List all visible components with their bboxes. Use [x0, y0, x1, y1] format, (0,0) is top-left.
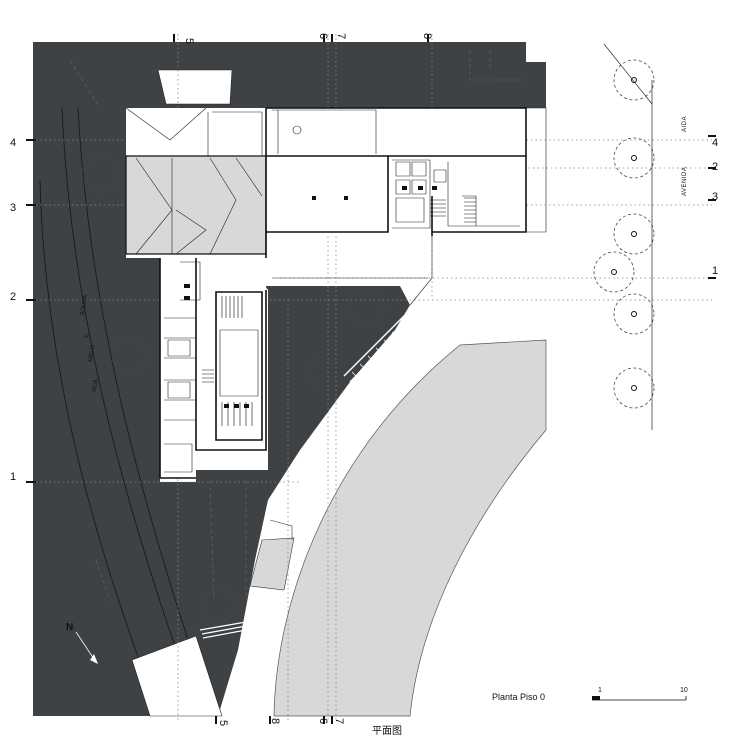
plaza	[273, 339, 547, 717]
scale-bar: 1 10	[592, 687, 688, 701]
road-segment	[131, 635, 223, 717]
top-notch	[157, 69, 233, 105]
drawing-title: Planta Piso 0	[492, 692, 545, 702]
figure-caption: 平面图	[372, 725, 402, 737]
grid-label-top-8: 8	[421, 33, 433, 39]
grid-label-top-7: 7	[335, 33, 347, 39]
avenue-edge	[603, 43, 653, 430]
street-word-melo: MELO	[88, 344, 96, 362]
grid-ticks	[26, 34, 716, 724]
grid-label-bottom-7: 7	[333, 718, 345, 724]
grid-label-top-6: 6	[317, 33, 329, 39]
street-word-sousa: SOUSA	[80, 295, 89, 317]
street-right: AVENIDA AIDA	[682, 116, 688, 196]
curved-bench	[343, 307, 419, 383]
grid-label-right-1: 1	[712, 265, 718, 277]
grid-labels-right: 4 2 3 1	[712, 137, 718, 277]
grid-labels-left: 4 3 2 1	[10, 137, 16, 483]
scale-start-label: 1	[598, 687, 602, 694]
street-word-e: E	[84, 333, 91, 338]
road-edges	[39, 107, 215, 717]
street-word-rua: RUA	[92, 379, 100, 392]
grid-label-left-4: 4	[10, 137, 16, 149]
grid-label-left-1: 1	[10, 471, 16, 483]
bench-ticks	[351, 315, 415, 379]
grid-label-bottom-8: 8	[269, 718, 281, 724]
grid-label-left-3: 3	[10, 202, 16, 214]
grid-label-right-4: 4	[712, 137, 718, 149]
crossing	[199, 621, 247, 639]
street-word-aida: AIDA	[682, 116, 688, 132]
street-left: RUA MELO E SOUSA	[80, 295, 100, 393]
north-label: N	[66, 622, 73, 633]
trees	[81, 59, 655, 623]
street-word-avenida: AVENIDA	[682, 167, 688, 196]
scale-end-label: 10	[680, 687, 688, 694]
grid-labels-bottom: 5 8 6 7	[217, 718, 345, 726]
grid-label-bottom-5: 5	[217, 720, 229, 726]
ramp-block	[249, 537, 295, 591]
grid-labels-top: 5 6 7 8	[183, 33, 433, 44]
grid-label-top-5: 5	[183, 38, 195, 44]
ramp-block-edge	[269, 519, 293, 540]
grid-label-right-2: 2	[712, 161, 718, 173]
north-arrow: N	[66, 622, 98, 664]
building	[125, 107, 547, 479]
dark-ground	[33, 42, 546, 716]
grid-label-right-3: 3	[712, 191, 718, 203]
grid-label-left-2: 2	[10, 291, 16, 303]
grid-label-bottom-6: 6	[317, 718, 329, 724]
